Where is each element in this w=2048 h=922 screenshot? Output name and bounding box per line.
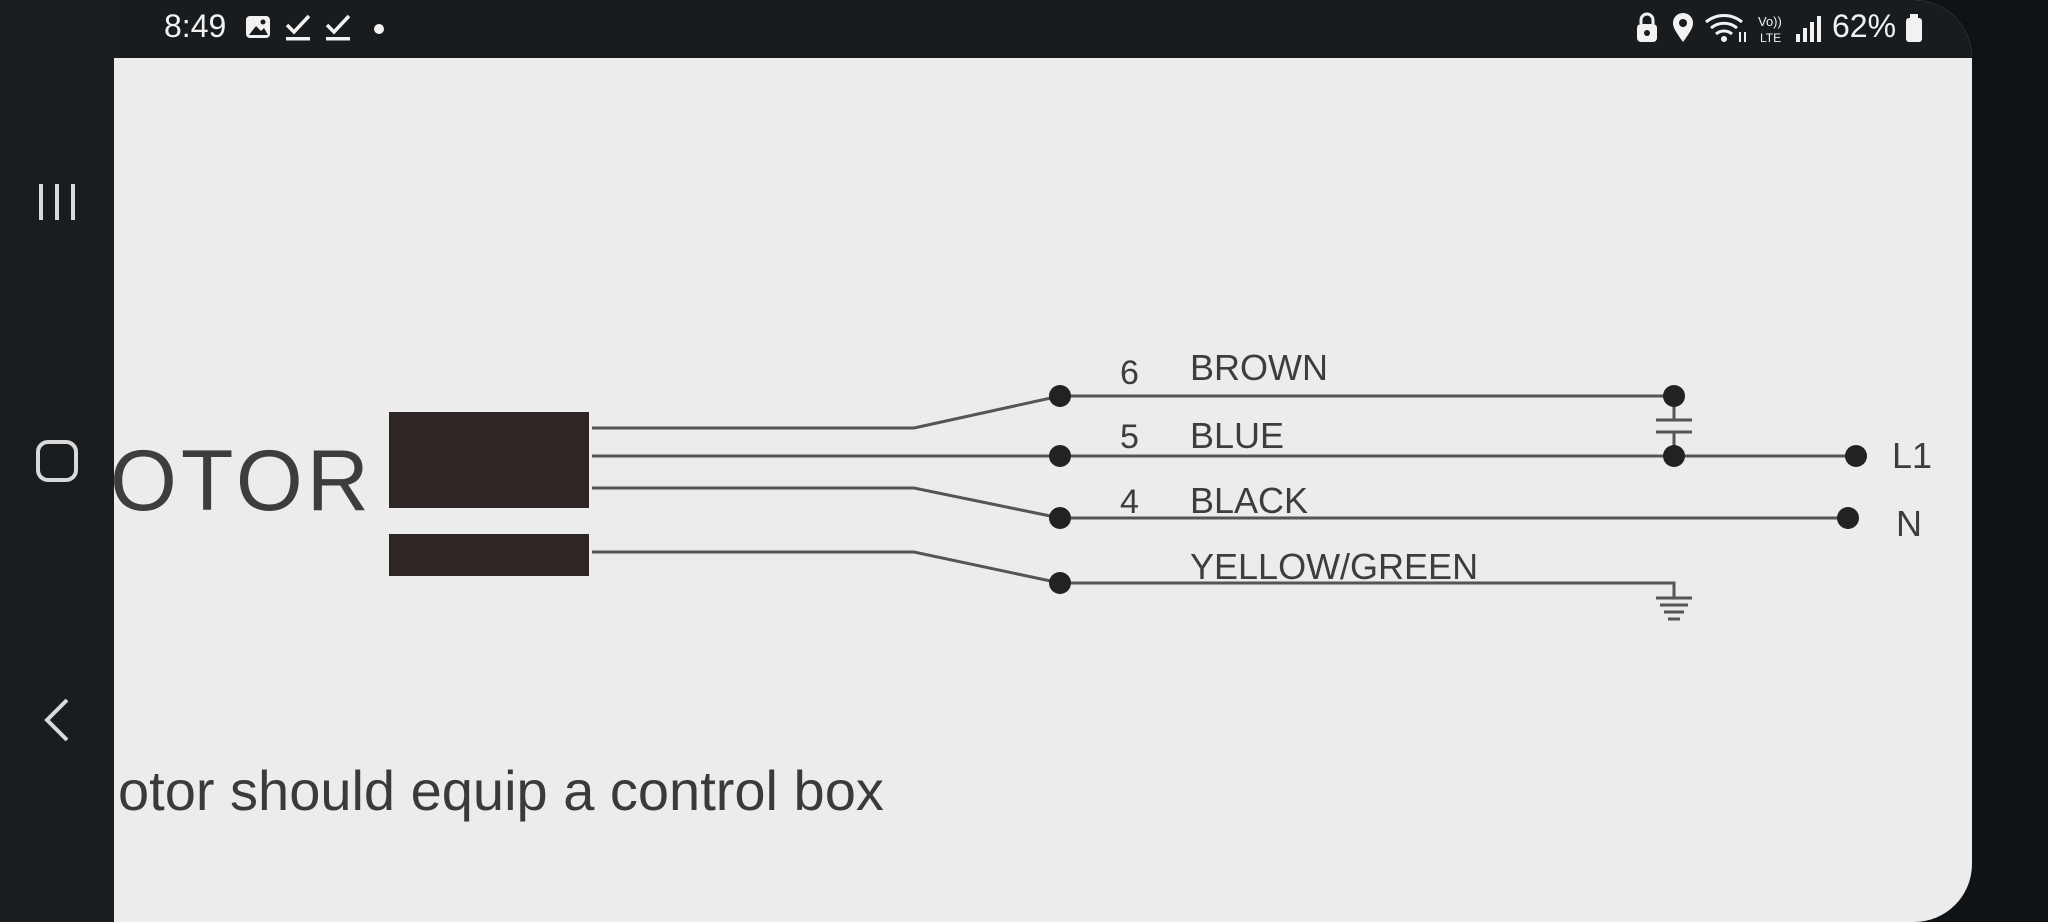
motor-label: OTOR [114, 433, 373, 529]
wire-yellow-green [592, 550, 1676, 598]
wiring-diagram: OTOR [114, 347, 1932, 621]
recents-button[interactable] [0, 180, 114, 224]
back-button[interactable] [0, 696, 114, 744]
node-n [1837, 507, 1859, 529]
dot-icon [374, 24, 384, 34]
status-time: 8:49 [164, 8, 227, 44]
svg-text:LTE: LTE [1760, 31, 1781, 45]
battery-icon [1906, 14, 1922, 42]
signal-icon [1796, 16, 1821, 42]
wire-number: 4 [1120, 483, 1139, 521]
back-icon [44, 698, 69, 742]
gallery-icon [246, 16, 270, 38]
node-capacitor-top [1663, 385, 1685, 407]
node-black [1049, 507, 1071, 529]
wire-black [592, 486, 1848, 520]
phone-screen: 8:49 [114, 0, 1972, 922]
home-icon [36, 440, 78, 482]
node-l1 [1845, 445, 1867, 467]
wifi-icon [1705, 14, 1746, 42]
node-blue [1049, 445, 1071, 467]
battery-percent: 62% [1832, 8, 1897, 44]
wire-number: 6 [1120, 354, 1139, 392]
volte-label: Vo)) [1758, 14, 1782, 29]
wire-color-label: BLACK [1190, 480, 1308, 521]
check-icon [325, 14, 351, 41]
recents-icon [39, 184, 75, 220]
wire-color-label: BLUE [1190, 415, 1284, 456]
wire-brown [592, 394, 1674, 430]
wire-color-label: BROWN [1190, 347, 1328, 388]
node-capacitor-bottom [1663, 445, 1685, 467]
wire-number: 5 [1120, 418, 1139, 456]
wire-color-label: YELLOW/GREEN [1190, 546, 1478, 587]
terminal-l1-label: L1 [1892, 435, 1932, 476]
diagram-caption: otor should equip a control box [118, 759, 884, 822]
motor-block-ground [389, 534, 589, 576]
terminal-n-label: N [1896, 503, 1922, 544]
volte-icon: Vo)) LTE [1758, 14, 1782, 45]
check-icon [285, 14, 311, 41]
lock-icon [1637, 12, 1657, 42]
node-brown [1049, 385, 1071, 407]
motor-block-main [389, 412, 589, 508]
node-yellow-green [1049, 572, 1071, 594]
location-icon [1673, 13, 1693, 42]
navigation-bar [0, 0, 114, 922]
home-button[interactable] [0, 438, 114, 484]
image-viewer[interactable]: OTOR [114, 58, 1972, 922]
status-bar: 8:49 [114, 0, 1972, 58]
